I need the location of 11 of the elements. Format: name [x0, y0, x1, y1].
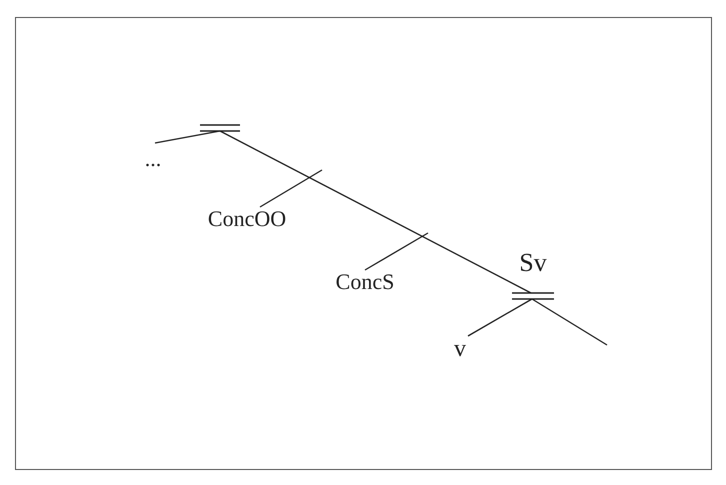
tree-branch-line — [220, 130, 532, 294]
node-label-text: ConcS — [336, 271, 394, 293]
tree-branch-line — [532, 298, 608, 346]
tree-branch-line — [364, 232, 428, 271]
node-label-text: v — [454, 337, 466, 361]
node-label-text: ... — [144, 148, 162, 170]
tree-branch-line — [468, 298, 532, 337]
node-label-text: Sv — [519, 250, 547, 276]
node-label-text: ConcOO — [208, 208, 286, 230]
tree-branch-line — [260, 169, 322, 208]
double-bar-mark — [200, 124, 240, 132]
